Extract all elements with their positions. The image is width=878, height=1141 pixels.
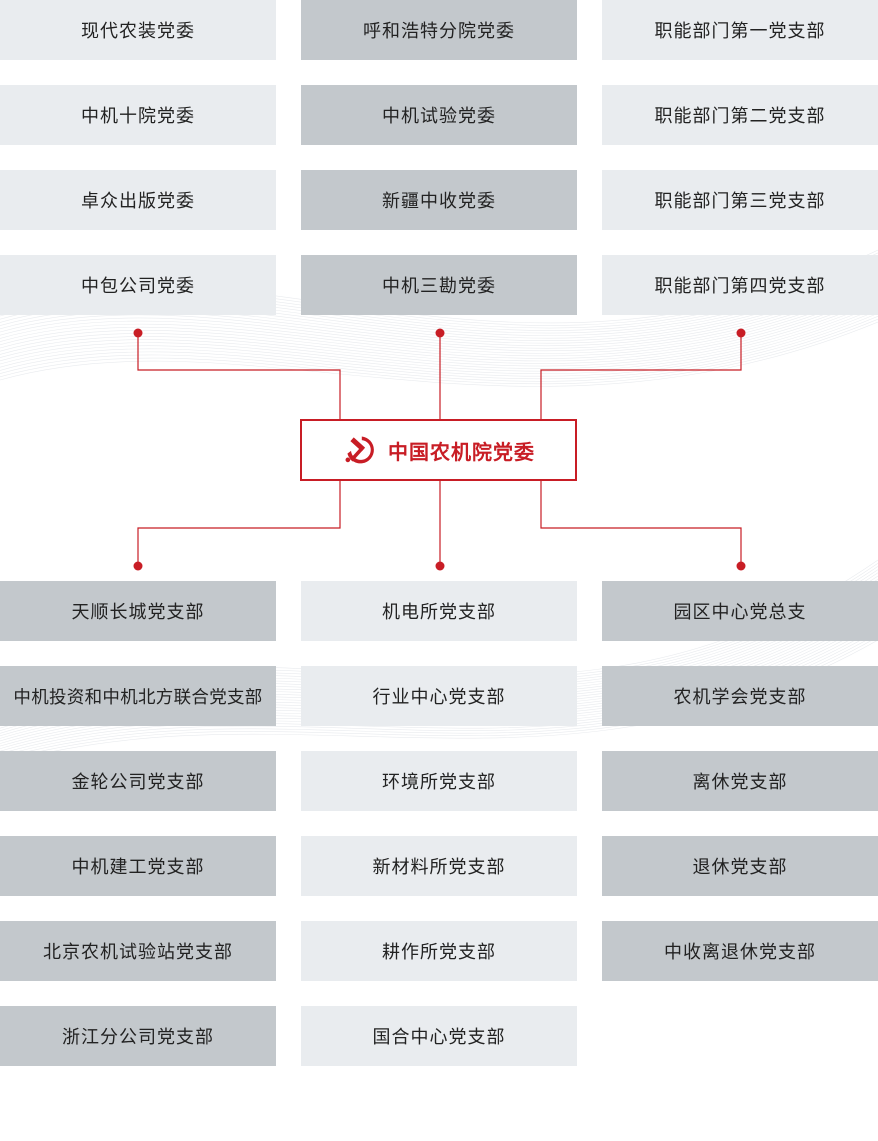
lower-node[interactable]: 耕作所党支部 bbox=[301, 921, 577, 981]
lower-node[interactable]: 离休党支部 bbox=[602, 751, 878, 811]
upper-node[interactable]: 职能部门第二党支部 bbox=[602, 85, 878, 145]
lower-node[interactable]: 农机学会党支部 bbox=[602, 666, 878, 726]
lower-node[interactable]: 国合中心党支部 bbox=[301, 1006, 577, 1066]
hammer-sickle-icon bbox=[345, 436, 374, 464]
lower-node[interactable]: 金轮公司党支部 bbox=[0, 751, 276, 811]
connector-dot bbox=[736, 561, 746, 571]
connector-dot bbox=[435, 561, 445, 571]
wave-line bbox=[0, 321, 878, 387]
connector-line bbox=[137, 333, 341, 419]
upper-node[interactable]: 职能部门第三党支部 bbox=[602, 170, 878, 230]
connector-dot bbox=[133, 561, 143, 571]
wave-line bbox=[0, 310, 878, 377]
lower-node[interactable]: 天顺长城党支部 bbox=[0, 581, 276, 641]
upper-node[interactable]: 职能部门第四党支部 bbox=[602, 255, 878, 315]
upper-node[interactable]: 卓众出版党委 bbox=[0, 170, 276, 230]
upper-node[interactable]: 现代农装党委 bbox=[0, 0, 276, 60]
lower-node[interactable]: 北京农机试验站党支部 bbox=[0, 921, 276, 981]
connector-dot bbox=[133, 328, 143, 338]
lower-node[interactable]: 机电所党支部 bbox=[301, 581, 577, 641]
upper-node[interactable]: 呼和浩特分院党委 bbox=[301, 0, 577, 60]
wave-line bbox=[0, 315, 878, 382]
lower-node[interactable]: 新材料所党支部 bbox=[301, 836, 577, 896]
lower-node[interactable]: 退休党支部 bbox=[602, 836, 878, 896]
upper-node[interactable]: 中机三勘党委 bbox=[301, 255, 577, 315]
lower-node[interactable]: 中收离退休党支部 bbox=[602, 921, 878, 981]
lower-node[interactable]: 园区中心党总支 bbox=[602, 581, 878, 641]
upper-node[interactable]: 新疆中收党委 bbox=[301, 170, 577, 230]
connector-dot bbox=[736, 328, 746, 338]
upper-node[interactable]: 职能部门第一党支部 bbox=[602, 0, 878, 60]
connector-line bbox=[540, 481, 742, 566]
upper-node[interactable]: 中机十院党委 bbox=[0, 85, 276, 145]
lower-node[interactable]: 环境所党支部 bbox=[301, 751, 577, 811]
connector-line bbox=[137, 481, 341, 566]
lower-node[interactable]: 中机投资和中机北方联合党支部 bbox=[0, 666, 276, 726]
lower-node[interactable]: 浙江分公司党支部 bbox=[0, 1006, 276, 1066]
center-party-committee[interactable]: 中国农机院党委 bbox=[300, 419, 577, 481]
upper-node[interactable]: 中机试验党委 bbox=[301, 85, 577, 145]
wave-line bbox=[0, 313, 878, 380]
connector-dot bbox=[435, 328, 445, 338]
lower-node[interactable]: 行业中心党支部 bbox=[301, 666, 577, 726]
connector-line bbox=[540, 333, 742, 419]
wave-line bbox=[0, 307, 878, 375]
wave-line bbox=[0, 318, 878, 385]
upper-node[interactable]: 中包公司党委 bbox=[0, 255, 276, 315]
lower-node[interactable]: 中机建工党支部 bbox=[0, 836, 276, 896]
center-title: 中国农机院党委 bbox=[388, 439, 535, 464]
